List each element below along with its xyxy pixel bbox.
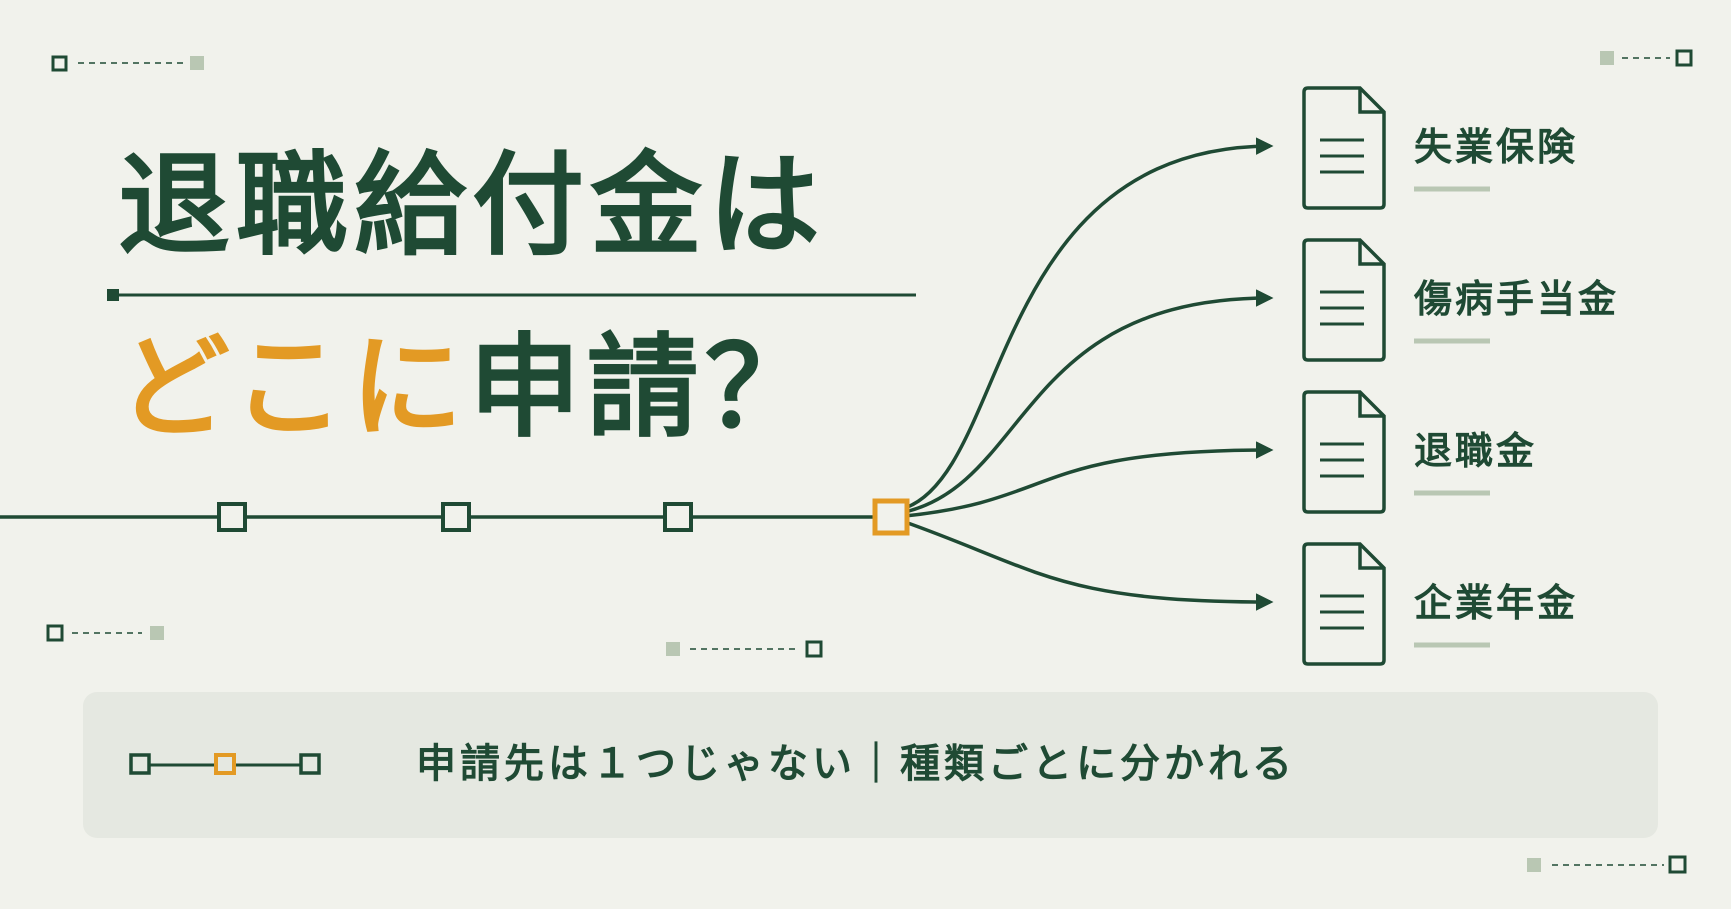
footer-message: 申請先は１つじゃない｜種類ごとに分かれる xyxy=(416,741,1296,787)
page-title: 退職給付金は xyxy=(118,141,826,271)
title-divider xyxy=(107,289,916,301)
branch-arrow-4 xyxy=(904,520,1274,611)
corner-decoration-bottom-right xyxy=(1527,855,1687,874)
title-question-text: 申請？ xyxy=(468,323,823,453)
document-icon xyxy=(1302,542,1386,666)
timeline-node xyxy=(441,502,471,532)
footer-mini-timeline-icon xyxy=(129,753,321,775)
corner-decoration-top-right xyxy=(1600,49,1693,67)
timeline-node xyxy=(217,502,247,532)
title-highlight: どこに xyxy=(118,323,469,453)
branch-hub-node xyxy=(872,498,910,536)
destination-label-retirement-allowance: 退職金 xyxy=(1414,429,1538,473)
footer-banner xyxy=(83,692,1658,838)
document-icon xyxy=(1302,390,1386,514)
page-title-question: どこに申請？ xyxy=(118,332,823,444)
corner-decoration-middle-left xyxy=(46,624,164,642)
branch-arrow-1 xyxy=(904,137,1274,510)
corner-decoration-top-left xyxy=(51,55,204,72)
destination-label-corporate-pension: 企業年金 xyxy=(1414,581,1579,625)
document-icon xyxy=(1302,86,1386,210)
destination-label-unemployment-insurance: 失業保険 xyxy=(1414,125,1579,169)
branch-arrow-3 xyxy=(904,441,1274,518)
branch-arrow-2 xyxy=(904,289,1274,514)
corner-decoration-middle-center xyxy=(666,640,823,658)
timeline-node xyxy=(663,502,693,532)
document-icon xyxy=(1302,238,1386,362)
destination-label-sickness-allowance: 傷病手当金 xyxy=(1414,277,1620,321)
